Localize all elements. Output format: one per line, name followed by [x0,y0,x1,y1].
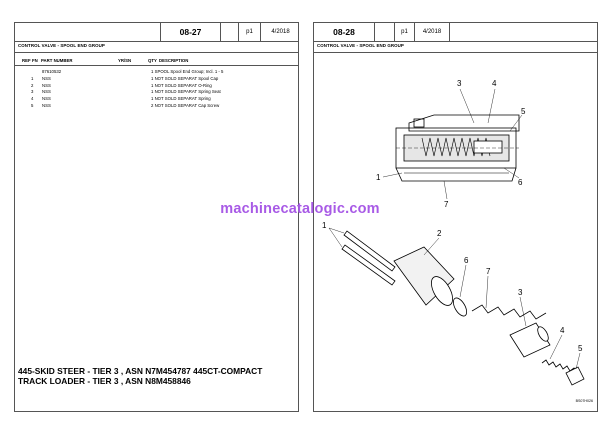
page-sub: p1 [238,23,260,41]
table-row: 87610532 1 SPOOL Spool End Group; Incl. 1… [15,69,298,75]
row-part-number: NSS [42,96,51,102]
row-ref: 3 [31,89,34,95]
spring-seat [473,140,503,154]
callout-5: 5 [521,107,526,116]
table-row: 1 NSS 1 NOT SOLD SEPARAT Spool Cap [15,76,298,82]
model-footer: 445-SKID STEER - TIER 3 , ASN N7M454787 … [18,366,263,386]
callout-7: 7 [444,200,449,209]
callout-1b: 1 [322,221,327,230]
row-part-number: NSS [42,75,51,81]
row-ref: 4 [31,96,34,102]
callout-4: 4 [492,79,497,88]
lower-lip [395,167,517,182]
callout-5b: 5 [578,344,583,353]
watermark: machinecatalogic.com [220,201,380,217]
page-number: 08-27 [160,23,220,41]
table-row: 5 NSS 2 NOT SOLD SEPARAT Cap Screw [15,103,298,109]
col-description: DESCRIPTION [159,58,189,63]
cap-screw-1 [343,230,396,272]
o-ring-6 [452,297,468,317]
callout-6b: 6 [464,256,469,265]
left-parts-list-page: 08-27 p1 4/2018 CONTROL VALVE - SPOOL EN… [14,22,299,412]
cap-boss [413,118,425,128]
callout-1: 1 [376,173,381,182]
row-ref: 2 [31,82,34,88]
callout-4b: 4 [560,326,565,335]
upper-housing [408,114,520,132]
col-part-number: PART NUMBER [41,58,73,63]
row-ref: 5 [31,103,34,108]
row-description: 1 NOT SOLD SEPARAT Spool Cap [151,75,219,81]
row-part-number: NSS [42,89,51,95]
row-description: 2 NOT SOLD SEPARAT Cap Screw [151,103,220,108]
row-part-number: NSS [42,82,51,88]
row-description: 1 NOT SOLD SEPARAT Spring Seat [151,89,221,95]
table-row: 4 NSS 1 NOT SOLD SEPARAT Spring [15,96,298,102]
row-description: 1 SPOOL Spool End Group; Incl. 1 - 5 [151,69,224,74]
group-title: CONTROL VALVE - SPOOL END GROUP [317,43,404,48]
row-part-number: NSS [42,103,51,108]
sectional-view [395,114,520,182]
exploded-view [341,230,585,386]
page-number: 08-28 [333,27,355,37]
divider [15,52,298,53]
page-sub: p1 [394,23,414,41]
col-qty: QTY [148,58,157,63]
row-part-number: 87610532 [42,69,62,74]
leader-lines [328,88,581,370]
spool-end-exploded-drawing: 1 3 4 5 6 7 1 2 6 7 3 4 5 [322,79,585,386]
row-description: 1 NOT SOLD SEPARAT O-Ring [151,82,212,88]
page-date: 4/2018 [260,23,300,41]
table-row: 2 NSS 1 NOT SOLD SEPARAT O-Ring [15,83,298,89]
column-headers: REF FN PART NUMBER YR/SN QTY DESCRIPTION [15,58,298,66]
divider [15,65,298,66]
callout-7b: 7 [486,267,491,276]
page-header: 08-27 p1 4/2018 [15,23,298,42]
col-fn: FN [32,58,38,63]
col-yrsn: YR/SN [118,58,132,63]
blank-cell [374,23,394,41]
col-ref: REF [22,58,31,63]
page-header: 08-28 p1 4/2018 [314,23,597,42]
callout-3: 3 [457,79,462,88]
page-date: 4/2018 [414,23,450,41]
right-illustration-page: 08-28 p1 4/2018 CONTROL VALVE - SPOOL EN… [313,22,598,412]
callout-2: 2 [437,229,442,238]
row-description: 1 NOT SOLD SEPARAT Spring [151,96,211,102]
table-row: 3 NSS 1 NOT SOLD SEPARAT Spring Seat [15,89,298,95]
drawing-code: BS07H026 [575,399,593,403]
callout-6: 6 [518,178,523,187]
group-title: CONTROL VALVE - SPOOL END GROUP [18,43,105,48]
blank-cell [220,23,238,41]
divider [314,52,597,53]
row-ref: 1 [31,75,34,81]
cap-screw-2 [341,244,396,286]
spring-7 [471,304,547,320]
screw-head-5 [565,366,585,386]
callout-3b: 3 [518,288,523,297]
